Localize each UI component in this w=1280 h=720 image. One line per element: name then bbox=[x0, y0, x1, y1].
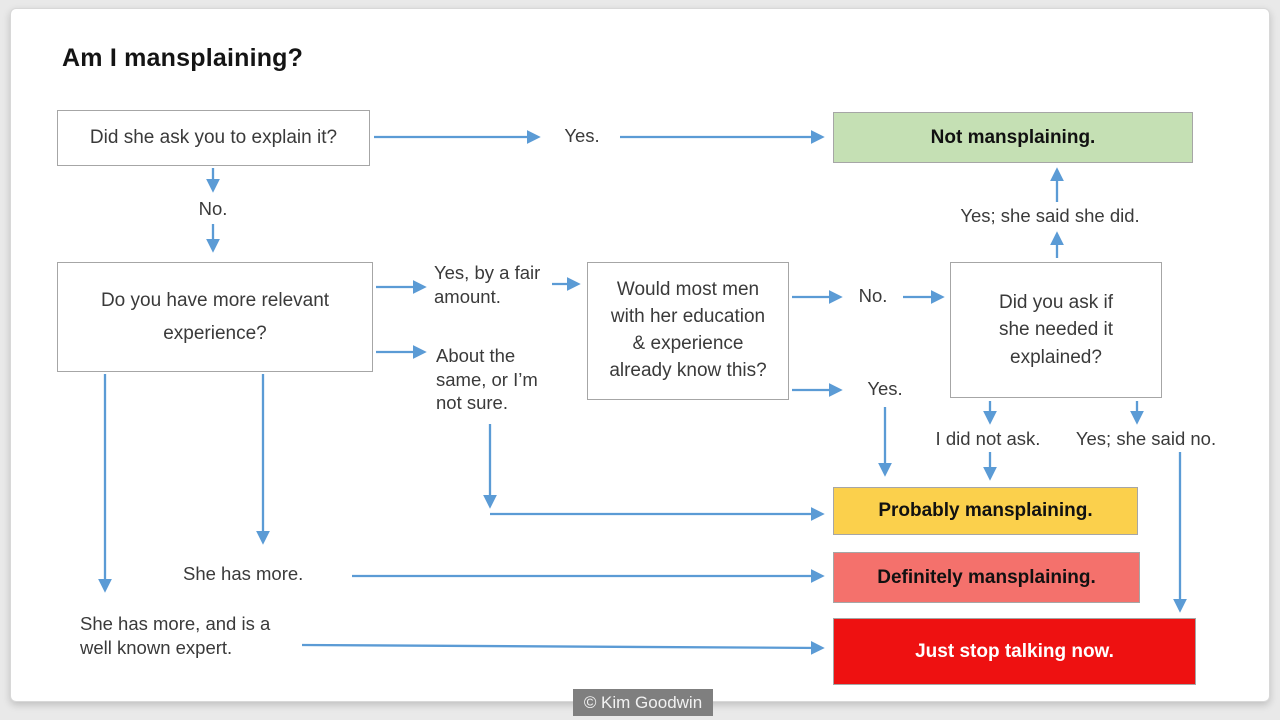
edge-label-yes-she-said-she-did: Yes; she said she did. bbox=[960, 205, 1140, 226]
node-would-most-men-know: Would most men with her education & expe… bbox=[587, 262, 789, 400]
edge-label-no: No. bbox=[198, 198, 228, 219]
node-did-you-ask-if-needed: Did you ask if she needed it explained? bbox=[950, 262, 1162, 398]
edge-label-she-has-more: She has more. bbox=[183, 563, 304, 584]
page-title: Am I mansplaining? bbox=[62, 44, 304, 72]
result-definitely-mansplaining: Definitely mansplaining. bbox=[833, 552, 1140, 603]
node-did-she-ask: Did she ask you to explain it? bbox=[57, 110, 370, 166]
result-probably-mansplaining: Probably mansplaining. bbox=[833, 487, 1138, 535]
credit-badge: © Kim Goodwin bbox=[573, 689, 713, 716]
edge-label-yes-by-fair-amount: Yes, by a fair amount. bbox=[434, 262, 541, 307]
edge-label-yes-she-said-no: Yes; she said no. bbox=[1075, 428, 1217, 449]
edge-label-about-the-same: About the same, or I’m not sure. bbox=[436, 345, 538, 414]
edge-label-she-has-more-expert: She has more, and is a well known expert… bbox=[80, 613, 271, 658]
edge-label-yes: Yes. bbox=[564, 125, 600, 146]
edge-label-i-did-not-ask: I did not ask. bbox=[935, 428, 1041, 449]
node-more-relevant-experience: Do you have more relevant experience? bbox=[57, 262, 373, 372]
edge-label-no-2: No. bbox=[858, 285, 888, 306]
result-just-stop-talking: Just stop talking now. bbox=[833, 618, 1196, 685]
edge-label-yes-2: Yes. bbox=[867, 378, 903, 399]
result-not-mansplaining: Not mansplaining. bbox=[833, 112, 1193, 163]
